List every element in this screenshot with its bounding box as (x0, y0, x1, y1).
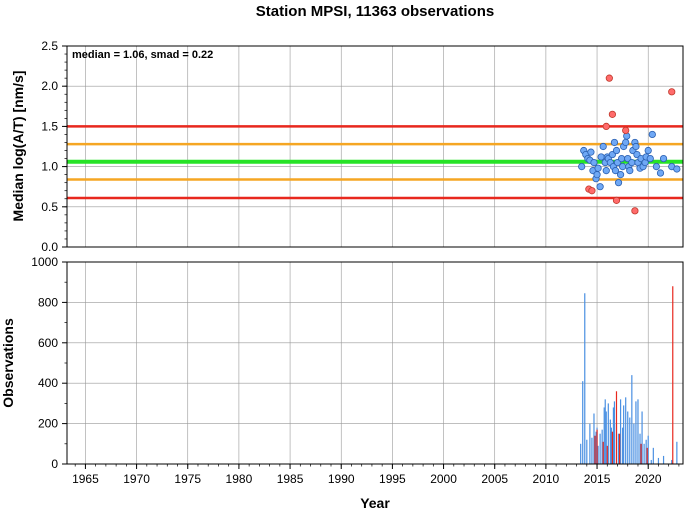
x-tick-label: 1965 (72, 472, 99, 486)
blue-scatter-point (628, 158, 636, 167)
red-scatter-point (602, 122, 610, 131)
blue-scatter-point (626, 167, 634, 175)
bottom-y-tick-label: 1000 (31, 255, 58, 269)
median-amplitude-panel: median = 1.06, smad = 0.22 0.0 0.5 1.0 1.5 2… (10, 39, 684, 254)
bottom-plot-frame (66, 261, 684, 465)
top-ylabel: Median log(A/T) [nm/s] (10, 71, 26, 222)
blue-scatter-point (602, 167, 610, 175)
blue-scatter-point (578, 163, 586, 171)
red-scatter-point (612, 196, 621, 204)
blue-scatter-point (614, 179, 623, 187)
blue-scatter-point (632, 142, 640, 151)
observation-bars (580, 286, 678, 464)
red-scatter-point (622, 126, 630, 135)
x-axis-label: Year (360, 495, 390, 511)
blue-scatter-point (644, 146, 652, 155)
top-y-tick-label: 0.5 (41, 200, 58, 214)
x-tick-label: 2005 (481, 472, 508, 486)
x-tick-label: 1975 (174, 472, 201, 486)
red-scatter-point (588, 187, 596, 195)
blue-scatter-point (619, 163, 627, 171)
blue-scatter-point (612, 146, 621, 155)
red-scatter-point (608, 110, 616, 118)
bottom-ylabel: Observations (0, 318, 16, 408)
blue-scatter-point (611, 167, 620, 175)
top-y-tick-label: 1.0 (41, 160, 58, 174)
blue-scatter-point (587, 148, 595, 156)
bottom-y-tick-label: 400 (38, 376, 58, 390)
scatter-points (578, 74, 681, 215)
top-grid (67, 45, 683, 248)
chart-title: Station MPSI, 11363 observations (256, 3, 494, 20)
bottom-y-axis: 0 200 400 600 800 1000 (31, 255, 67, 471)
blue-scatter-point (597, 153, 605, 161)
bottom-y-tick-label: 0 (51, 457, 58, 471)
top-y-tick-label: 2.5 (41, 39, 58, 53)
blue-scatter-point (618, 154, 626, 163)
blue-scatter-point (616, 171, 625, 179)
x-axis: 1965 1970 1975 1980 1985 1990 1995 2000 2005 2010… (72, 464, 680, 486)
bottom-y-tick-label: 200 (38, 417, 58, 431)
blue-scatter-point (622, 138, 630, 147)
bottom-grid (67, 261, 683, 465)
x-tick-label: 2000 (430, 472, 457, 486)
blue-scatter-point (652, 163, 660, 171)
red-scatter-point (605, 74, 613, 82)
top-y-tick-label: 2.0 (41, 79, 58, 93)
blue-scatter-point (656, 169, 665, 177)
x-tick-label: 1985 (277, 472, 304, 486)
x-tick-label: 2015 (584, 472, 611, 486)
blue-scatter-point (590, 158, 598, 167)
x-tick-label: 2010 (533, 472, 560, 486)
x-tick-label: 1995 (379, 472, 406, 486)
red-scatter-point (631, 207, 639, 215)
threshold-lines (67, 125, 683, 200)
red-scatter-point (668, 88, 676, 96)
top-plot-frame (66, 45, 684, 248)
x-tick-label: 2020 (635, 472, 662, 486)
top-y-tick-label: 0.0 (41, 240, 58, 254)
blue-scatter-point (646, 154, 654, 163)
top-y-axis: 0.0 0.5 1.0 1.5 2.0 2.5 (41, 39, 67, 254)
blue-scatter-point (659, 154, 668, 163)
blue-scatter-point (594, 164, 602, 172)
top-y-tick-label: 1.5 (41, 119, 58, 133)
bottom-y-tick-label: 600 (38, 336, 58, 350)
blue-scatter-point (593, 171, 601, 179)
x-tick-label: 1990 (328, 472, 355, 486)
stats-annotation: median = 1.06, smad = 0.22 (72, 49, 213, 61)
blue-scatter-point (599, 142, 607, 151)
blue-scatter-point (596, 183, 604, 191)
x-tick-label: 1970 (123, 472, 150, 486)
blue-scatter-point (610, 138, 619, 147)
blue-scatter-point (673, 165, 681, 173)
blue-scatter-point (648, 130, 656, 139)
x-tick-label: 1980 (226, 472, 253, 486)
bottom-y-tick-label: 800 (38, 295, 58, 309)
